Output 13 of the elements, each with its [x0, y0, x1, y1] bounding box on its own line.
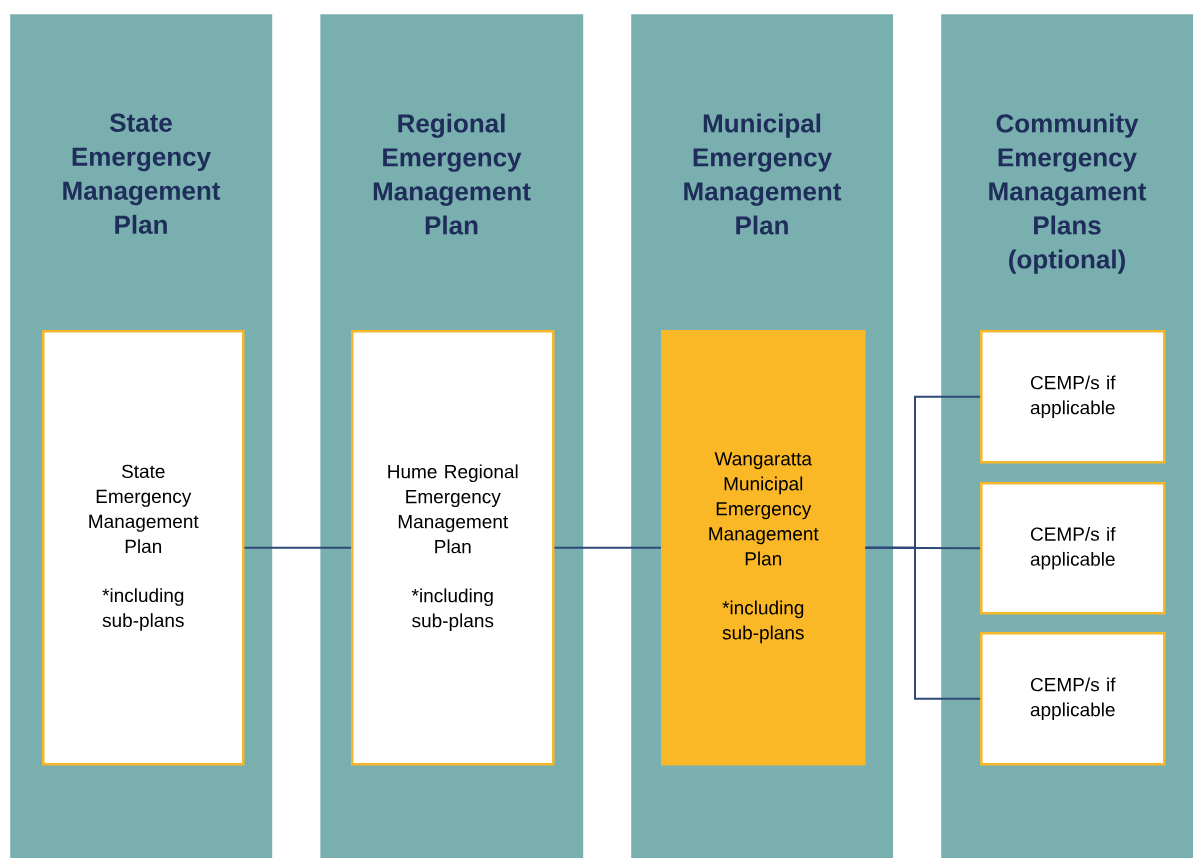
connector-line — [864, 546, 981, 700]
plan-box: CEMP/s if applicable — [980, 482, 1166, 615]
column-heading: Municipal Emergency Management Plan — [684, 113, 842, 235]
column-heading: Regional Emergency Management Plan — [373, 113, 531, 235]
column-heading: Community Emergency Managament Plans (optional) — [989, 113, 1147, 274]
plan-box: CEMP/s if applicable — [980, 330, 1166, 464]
plan-box: CEMP/s if applicable — [980, 632, 1166, 766]
column-heading: State Emergency Management Plan — [63, 113, 221, 234]
connector-line — [553, 546, 662, 549]
plan-box: Wangaratta Municipal Emergency Management Plan *including sub-plans — [661, 330, 866, 766]
plan-box: State Emergency Management Plan *including sub-plans — [42, 330, 245, 766]
connector-line — [243, 546, 352, 549]
plan-box: Hume Regional Emergency Management Plan *including sub-plans — [351, 330, 555, 766]
